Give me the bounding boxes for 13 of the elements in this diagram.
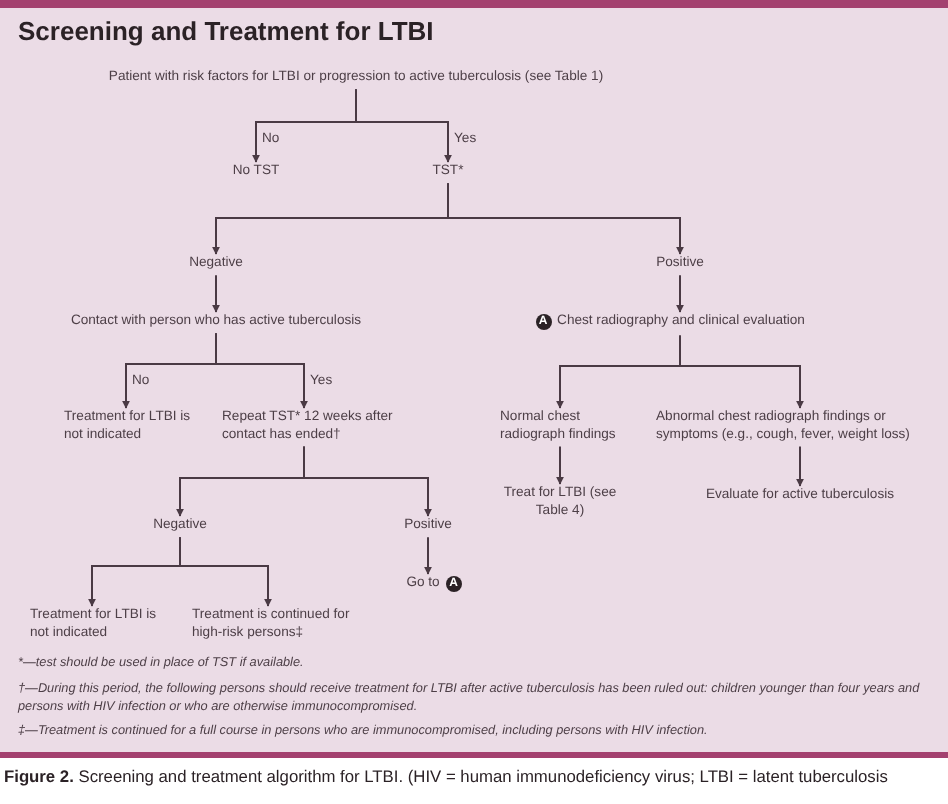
arrow	[556, 445, 564, 485]
arrow	[215, 332, 308, 409]
arrow	[676, 274, 684, 313]
arrow	[796, 445, 804, 487]
arrow	[679, 334, 804, 409]
arrow	[212, 274, 220, 313]
arrow	[424, 536, 432, 575]
figure-caption: Figure 2. Screening and treatment algorithm for LTBI. (HIV = human immunodeficiency virus; LTBI = latent tuberculosis	[4, 766, 888, 786]
diagram-title: Screening and Treatment for LTBI	[18, 16, 434, 46]
arrow	[303, 445, 432, 517]
arrow	[447, 182, 684, 255]
arrow	[179, 536, 272, 607]
arrow	[355, 88, 452, 163]
